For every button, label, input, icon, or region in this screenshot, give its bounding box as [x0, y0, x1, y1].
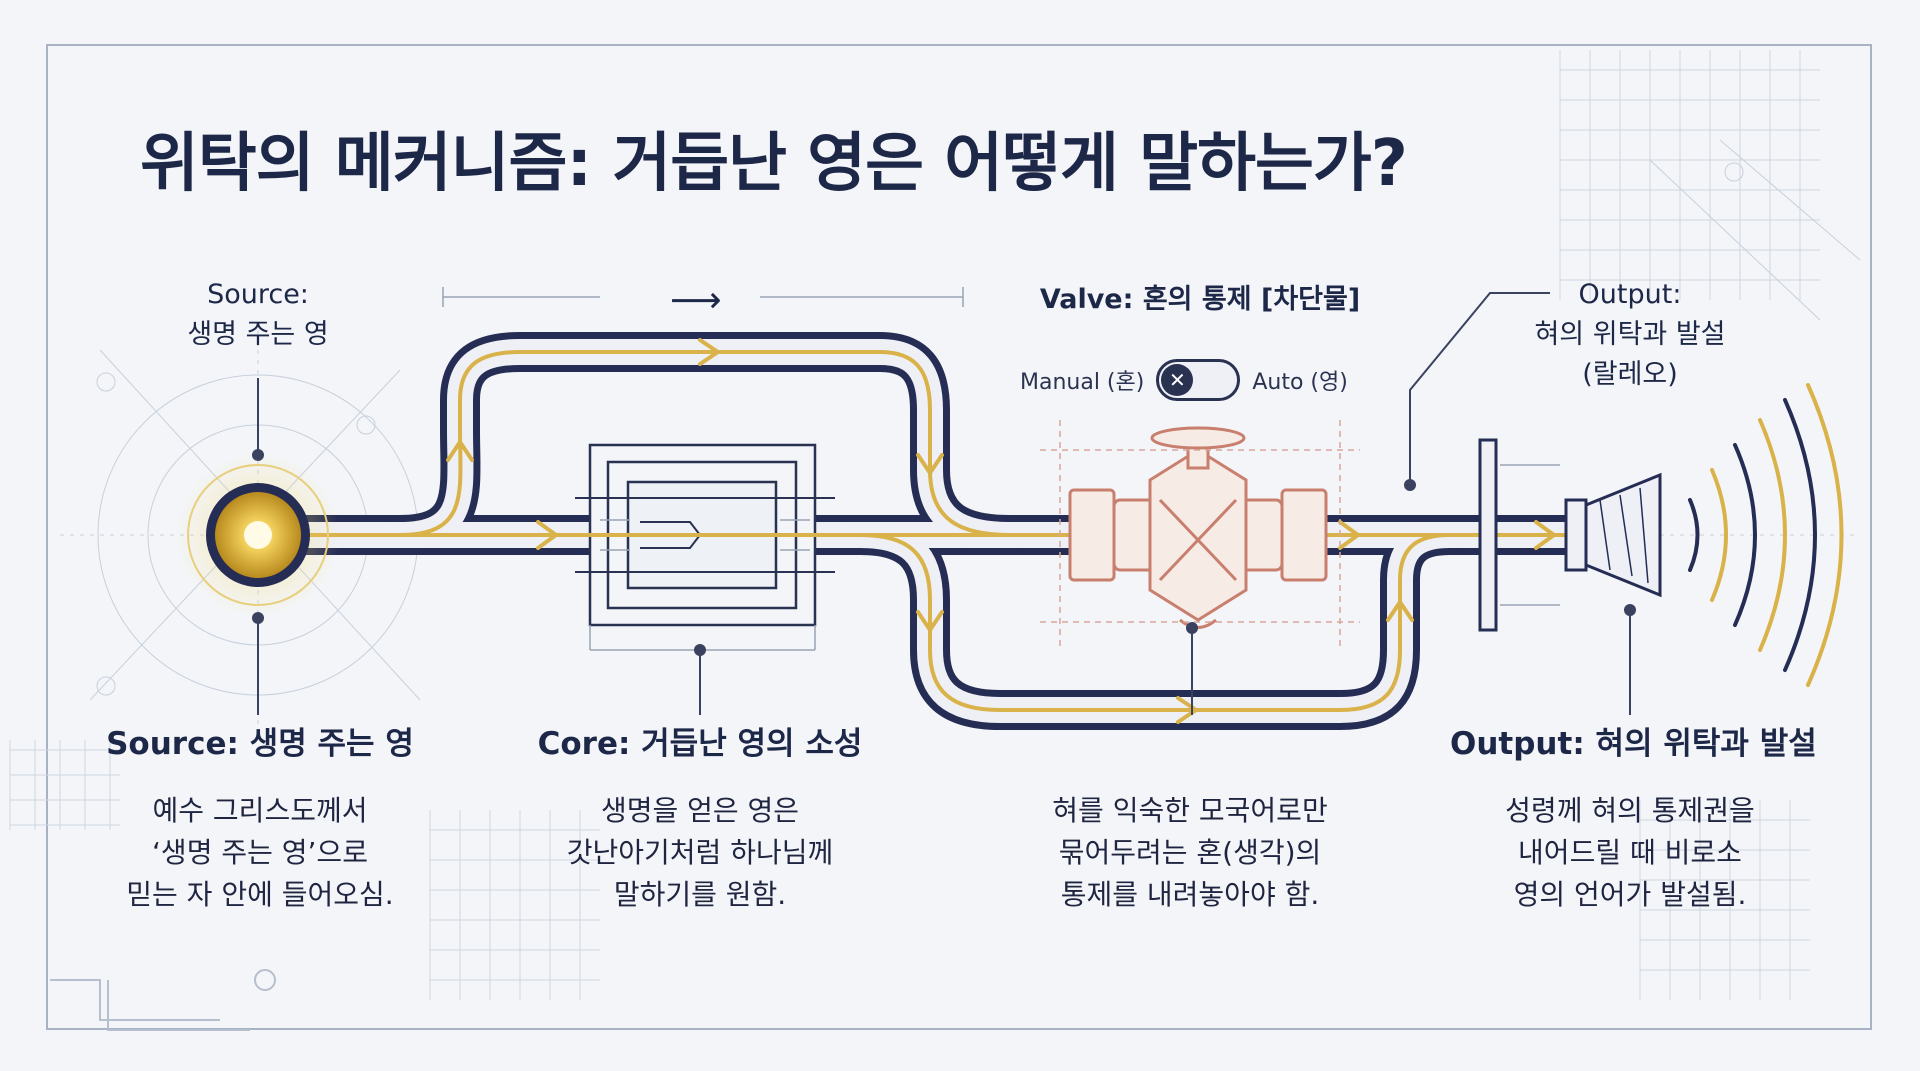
flow-arrow [1176, 696, 1198, 724]
section-desc-core: 생명을 얻은 영은 갓난아기처럼 하나님께 말하기를 원함. [530, 790, 870, 916]
flow-arrow [916, 453, 944, 475]
source-top-label-line1: Source: [207, 279, 309, 310]
source-top-label-line2: 생명 주는 영 [187, 319, 329, 350]
desc-line: 통제를 내려놓아야 함. [1060, 878, 1320, 911]
desc-line: 성령께 혀의 통제권을 [1505, 794, 1755, 827]
page-title: 위탁의 메커니즘: 거듭난 영은 어떻게 말하는가? [140, 127, 1408, 201]
grid-top-right [1559, 50, 1820, 300]
toggle-right-label: Auto (영) [1252, 370, 1348, 395]
desc-line: 말하기를 원함. [613, 878, 787, 911]
desc-line: 생명을 얻은 영은 [600, 794, 800, 827]
section-heading-source: Source: 생명 주는 영 [106, 726, 414, 762]
corner-bracket [50, 969, 276, 1031]
desc-line: 혀를 익숙한 모국어로만 [1052, 794, 1328, 827]
flow-arrow [1386, 600, 1414, 622]
section-heading-output: Output: 혀의 위탁과 발설 [1450, 726, 1817, 762]
direction-arrow-icon: ⟶ [670, 280, 722, 321]
output-top-label-line1: Output: [1578, 279, 1682, 310]
dimension-lines [442, 287, 964, 307]
section-desc-output: 성령께 혀의 통제권을 내어드릴 때 비로소 영의 언어가 발설됨. [1450, 790, 1810, 916]
output-horn [1478, 438, 1662, 632]
desc-line: 믿는 자 안에 들어오심. [126, 878, 394, 911]
section-desc-source: 예수 그리스도께서 ‘생명 주는 영’으로 믿는 자 안에 들어오심. [100, 790, 420, 916]
valve-icon [1040, 420, 1360, 650]
desc-line: 묶어두려는 혼(생각)의 [1058, 836, 1322, 869]
desc-line: 영의 언어가 발설됨. [1513, 878, 1747, 911]
grid-bottom-right [1639, 800, 1810, 1000]
flow-arrow [446, 440, 474, 462]
flow-arrow [1338, 520, 1360, 550]
core-chamber [575, 443, 835, 651]
desc-line: ‘생명 주는 영’으로 [152, 836, 368, 869]
pipe-network [240, 332, 1630, 730]
section-heading-core: Core: 거듭난 영의 소성 [537, 726, 863, 762]
flow-arrow [1534, 520, 1556, 550]
close-icon: ✕ [1161, 364, 1194, 396]
desc-line: 갓난아기처럼 하나님께 [566, 836, 834, 869]
manual-auto-toggle-group: Manual (혼) ✕ Auto (영) [1020, 356, 1350, 404]
section-desc-valve: 혀를 익숙한 모국어로만 묶어두려는 혼(생각)의 통제를 내려놓아야 함. [1010, 790, 1370, 916]
valve-label: Valve: 혼의 통제 [차단물] [1039, 284, 1361, 315]
sound-waves [1688, 383, 1844, 687]
diagram-frame [46, 44, 1872, 1030]
source-top-label: Source: 생명 주는 영 [138, 275, 378, 355]
manual-auto-switch[interactable]: ✕ [1156, 359, 1241, 401]
toggle-left-label: Manual (혼) [1020, 370, 1145, 395]
desc-line: 내어드릴 때 비로소 [1518, 836, 1742, 869]
flow-upper [398, 350, 1012, 537]
source-orb [176, 453, 340, 617]
output-top-label: Output: 혀의 위탁과 발설 (랄레오) [1490, 275, 1770, 395]
flow-arrow [536, 520, 558, 550]
desc-line: 예수 그리스도께서 [152, 794, 368, 827]
grid-bottom-left [9, 740, 120, 830]
output-top-label-line2: 혀의 위탁과 발설 [1534, 319, 1726, 350]
flow-lower [858, 533, 1452, 712]
leader-lines [252, 292, 1636, 715]
output-top-label-line3: (랄레오) [1582, 359, 1678, 390]
flow-arrow [916, 610, 944, 632]
flow-arrow [698, 338, 720, 366]
grid-bottom-mid [429, 810, 600, 1000]
